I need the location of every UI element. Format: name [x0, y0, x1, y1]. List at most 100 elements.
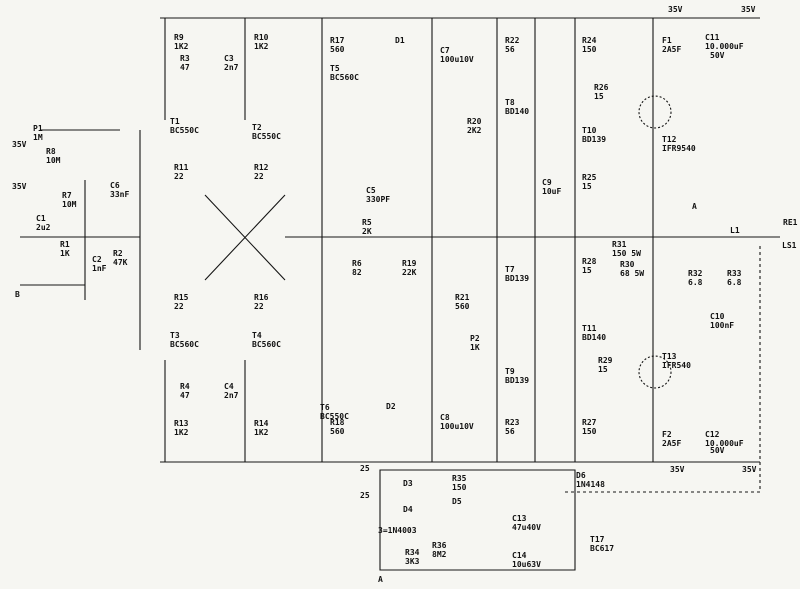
component-value: 10M: [62, 200, 77, 209]
component-designator: 50V: [710, 51, 725, 60]
component-designator: D4: [403, 505, 413, 514]
component-value: BC617: [590, 544, 615, 553]
label-v25_b: 25: [360, 491, 370, 500]
label-a_out: A: [692, 202, 697, 211]
component-designator: P1: [33, 124, 43, 133]
label-v25_a: 25: [360, 464, 370, 473]
label-v35_in_bot: 35V: [12, 182, 26, 191]
component-designator: T7: [505, 265, 515, 274]
component-designator: C5: [366, 186, 376, 195]
component-designator: 25: [360, 491, 370, 500]
component-designator: C12: [705, 430, 720, 439]
component-designator: C10: [710, 312, 725, 321]
component-value: IFR9540: [662, 144, 696, 153]
component-value: 100u10V: [440, 55, 474, 64]
component-value: 1K2: [174, 428, 189, 437]
component-designator: R10: [254, 33, 269, 42]
component-designator: 3=1N4003: [378, 526, 417, 535]
component-value: BC550C: [170, 126, 199, 135]
component-designator: R36: [432, 541, 447, 550]
protection-network: [379, 469, 576, 571]
component-value: 1K2: [254, 428, 269, 437]
component-value: 1K: [60, 249, 70, 258]
component-value: BC560C: [330, 73, 359, 82]
component-designator: C4: [224, 382, 234, 391]
t13-mosfet-symbol: [638, 355, 672, 389]
component-value: BD139: [505, 376, 530, 385]
component-value: BC550C: [320, 412, 349, 421]
component-designator: R20: [467, 117, 482, 126]
component-designator: F2: [662, 430, 672, 439]
label-in_b: B: [15, 290, 20, 299]
label-d4: D4: [403, 505, 413, 514]
component-designator: R13: [174, 419, 189, 428]
component-designator: T1: [170, 117, 180, 126]
component-designator: R31: [612, 240, 627, 249]
component-designator: T9: [505, 367, 515, 376]
component-value: 150: [582, 45, 597, 54]
component-value: 10uF: [542, 187, 562, 196]
label-d1: D1: [395, 36, 405, 45]
component-value: 330PF: [366, 195, 391, 204]
component-designator: R12: [254, 163, 269, 172]
relay-link: [565, 245, 761, 493]
component-value: 2A5F: [662, 439, 682, 448]
component-designator: R28: [582, 257, 597, 266]
component-value: IFR540: [662, 361, 691, 370]
component-designator: 35V: [741, 5, 756, 14]
component-designator: D2: [386, 402, 396, 411]
component-designator: R33: [727, 269, 742, 278]
component-value: 22K: [402, 268, 417, 277]
component-value: BD139: [505, 274, 530, 283]
component-designator: R15: [174, 293, 189, 302]
component-designator: C6: [110, 181, 120, 190]
component-value: 6.8: [688, 278, 703, 287]
component-value: 47u40V: [512, 523, 541, 532]
component-designator: D6: [576, 471, 586, 480]
component-value: BD139: [582, 135, 607, 144]
label-v35_in_top: 35V: [12, 140, 26, 149]
component-value: 150 5W: [612, 249, 641, 258]
label-l1: L1: [730, 226, 740, 235]
component-designator: 35V: [742, 465, 757, 474]
component-designator: R3: [180, 54, 190, 63]
component-designator: R16: [254, 293, 269, 302]
component-designator: R29: [598, 356, 613, 365]
component-value: 560: [330, 427, 345, 436]
component-value: 1K: [470, 343, 480, 352]
label-c12v: 50V: [710, 446, 724, 455]
component-value: 15: [598, 365, 608, 374]
